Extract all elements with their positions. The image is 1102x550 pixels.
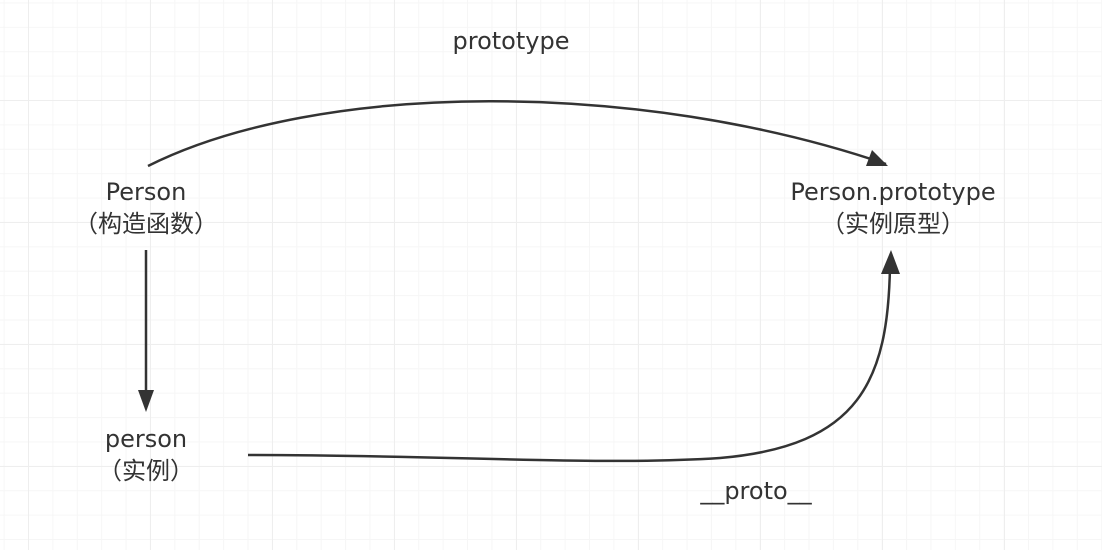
- arrowhead-icon: [881, 250, 900, 274]
- node-constructor-note: （构造函数）: [74, 210, 218, 238]
- node-prototype-note: （实例原型）: [821, 210, 965, 238]
- arrowhead-icon: [138, 390, 154, 412]
- node-instance-name: person: [104, 425, 188, 453]
- node-prototype-name: Person.prototype: [790, 178, 996, 206]
- edge-label-prototype: prototype: [452, 27, 570, 55]
- node-instance-note: （实例）: [98, 457, 194, 485]
- node-constructor: Person （构造函数）: [74, 176, 218, 240]
- node-instance: person （实例）: [98, 423, 194, 487]
- edge-constructor-to-prototype: [147, 100, 887, 168]
- node-constructor-name: Person: [105, 178, 187, 206]
- arrowhead-icon: [866, 150, 888, 166]
- edge-label-proto: __proto__: [700, 477, 812, 505]
- edge-instance-to-prototype: [247, 265, 892, 463]
- node-prototype: Person.prototype （实例原型）: [790, 176, 995, 240]
